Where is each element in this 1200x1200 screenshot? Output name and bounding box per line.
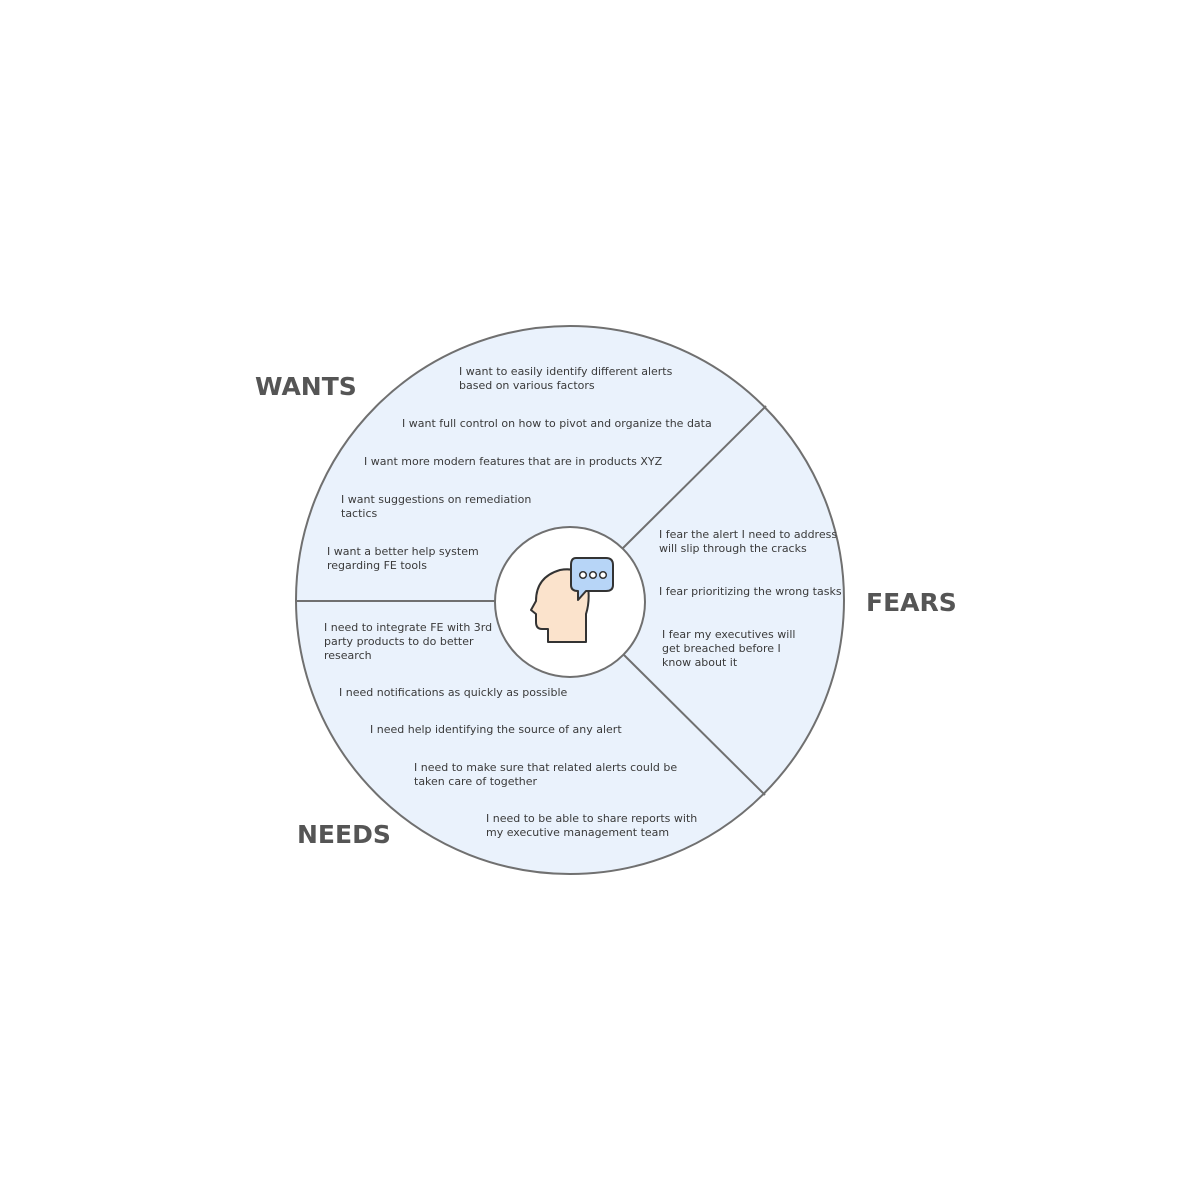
needs-label: NEEDS bbox=[297, 820, 391, 849]
wants-item-text: I want more modern features that are in … bbox=[364, 455, 663, 468]
fears-item-text: know about it bbox=[662, 656, 738, 669]
wants-item-text: I want to easily identify different aler… bbox=[459, 365, 673, 378]
needs-item-text: I need to be able to share reports with bbox=[486, 812, 697, 825]
wants-item-text: tactics bbox=[341, 507, 378, 520]
divider-wants-fears bbox=[622, 405, 767, 549]
dot-icon bbox=[588, 570, 598, 580]
wants-items: I want to easily identify different aler… bbox=[327, 365, 712, 572]
wants-item-text: regarding FE tools bbox=[327, 559, 427, 572]
wants-item-text: I want suggestions on remediation bbox=[341, 493, 531, 506]
wants-item-text: I want a better help system bbox=[327, 545, 479, 558]
wheel-dividers bbox=[296, 405, 767, 796]
speech-bubble-icon bbox=[570, 557, 614, 601]
needs-item-text: taken care of together bbox=[414, 775, 538, 788]
needs-item-text: I need to integrate FE with 3rd bbox=[324, 621, 492, 634]
wants-item-text: based on various factors bbox=[459, 379, 595, 392]
needs-item-text: my executive management team bbox=[486, 826, 669, 839]
wants-label: WANTS bbox=[255, 372, 357, 401]
fears-item-text: get breached before I bbox=[662, 642, 781, 655]
divider-fears-needs bbox=[622, 653, 766, 796]
needs-item-text: research bbox=[324, 649, 372, 662]
needs-item-text: I need help identifying the source of an… bbox=[370, 723, 622, 736]
fears-item-text: I fear my executives will bbox=[662, 628, 795, 641]
fears-item-text: I fear the alert I need to address bbox=[659, 528, 837, 541]
fears-label: FEARS bbox=[866, 588, 957, 617]
needs-item-text: party products to do better bbox=[324, 635, 474, 648]
needs-item-text: I need notifications as quickly as possi… bbox=[339, 686, 568, 699]
needs-item-text: I need to make sure that related alerts … bbox=[414, 761, 677, 774]
dot-icon bbox=[578, 570, 588, 580]
fears-item-text: I fear prioritizing the wrong tasks bbox=[659, 585, 842, 598]
wants-item-text: I want full control on how to pivot and … bbox=[402, 417, 712, 430]
fears-item-text: will slip through the cracks bbox=[659, 542, 807, 555]
dot-icon bbox=[598, 570, 608, 580]
center-icon bbox=[530, 557, 614, 643]
